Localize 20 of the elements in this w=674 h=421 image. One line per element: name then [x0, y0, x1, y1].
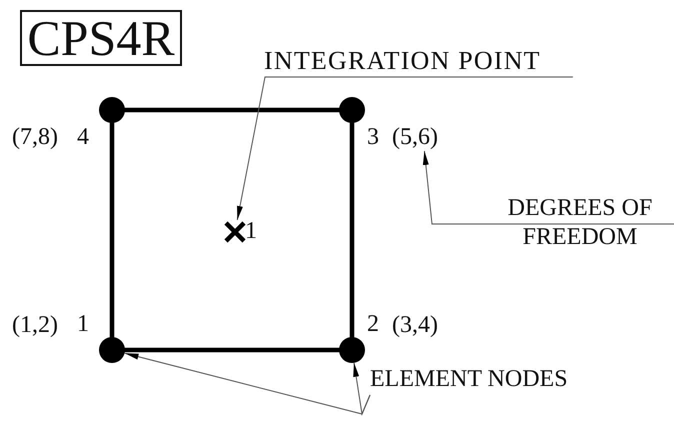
element-type-box: CPS4R	[20, 10, 182, 66]
element-edge	[122, 108, 342, 112]
node-number: 3	[367, 124, 379, 150]
dof-label: (7,8)	[12, 123, 74, 151]
dof-label: (3,4)	[392, 311, 454, 339]
node-number: 1	[245, 218, 257, 244]
element-edge	[122, 348, 342, 352]
callout-text: ELEMENT NODES	[370, 363, 622, 395]
node-number: 1	[77, 311, 89, 337]
node-number: 4	[77, 124, 89, 150]
leader-line	[422, 150, 674, 224]
leader-line	[236, 76, 574, 220]
callout-text: INTEGRATION POINT	[264, 44, 576, 78]
element-edge	[350, 120, 354, 340]
node-number: 2	[367, 311, 379, 337]
leader-line	[353, 362, 370, 416]
callout-text: DEGREES OF FREEDOM	[486, 194, 674, 256]
element-edge	[110, 120, 114, 340]
dof-label: (1,2)	[12, 311, 74, 339]
dof-label: (5,6)	[392, 123, 454, 151]
